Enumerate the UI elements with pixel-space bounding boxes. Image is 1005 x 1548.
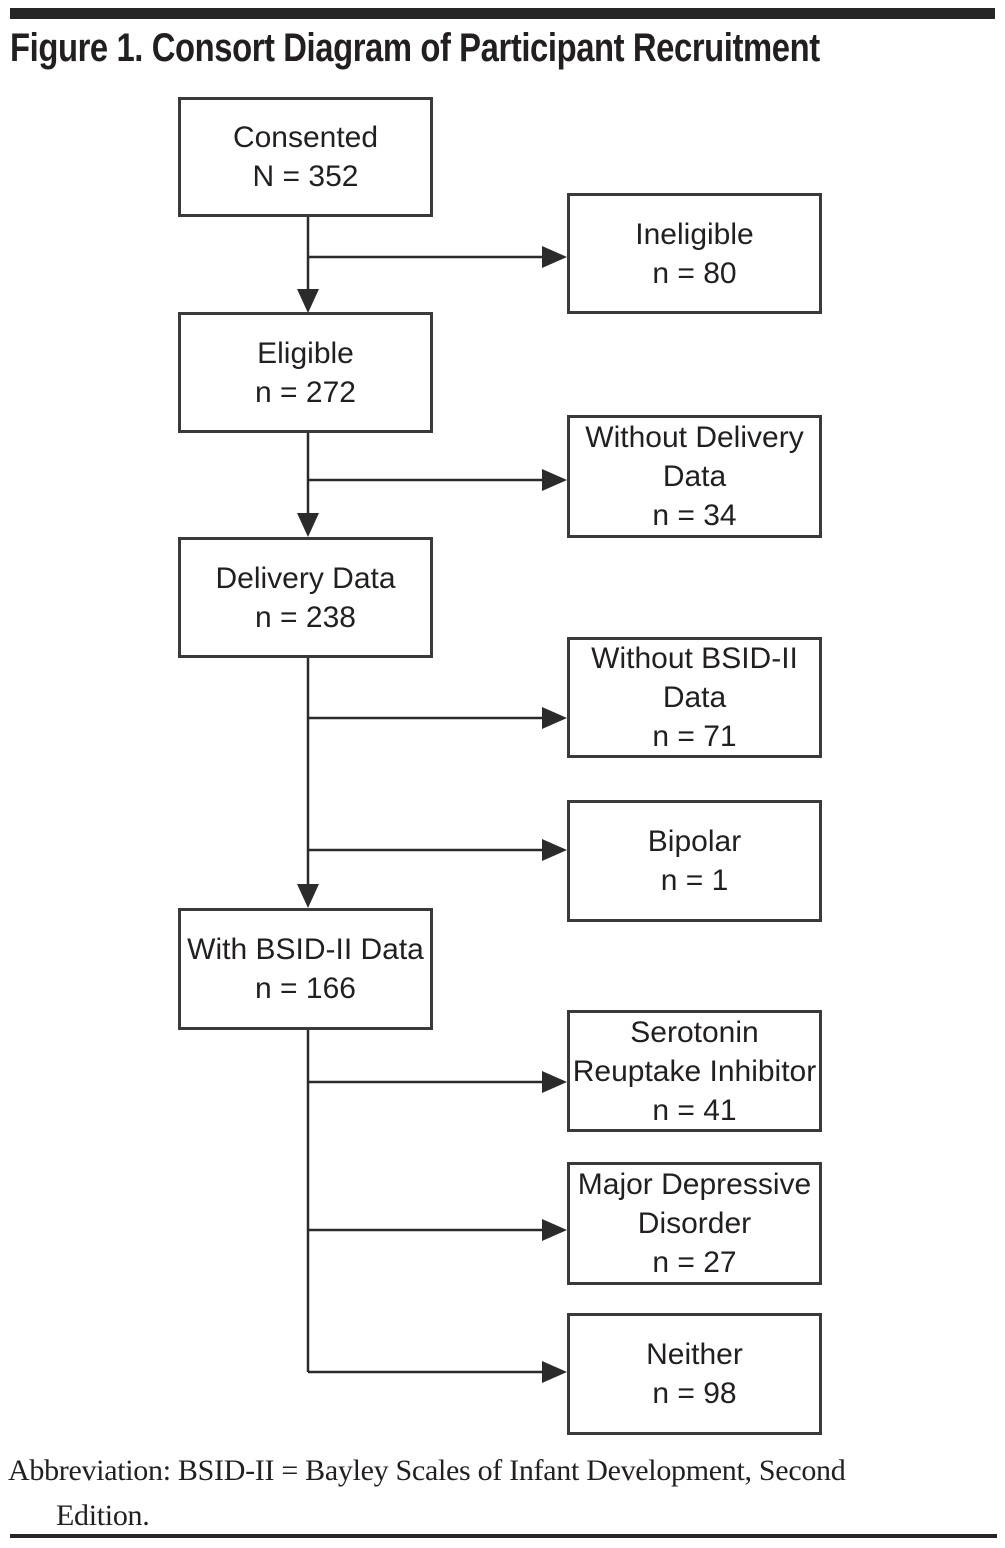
arrowheads — [297, 246, 567, 1383]
flow-box-eligible: Eligible n = 272 — [178, 312, 433, 433]
box-count: n = 238 — [255, 600, 356, 634]
flow-box-consented: Consented N = 352 — [178, 97, 433, 217]
box-label: Without Delivery Data — [585, 421, 804, 493]
arrowhead-right-ineligible — [542, 246, 567, 268]
figure-title: Figure 1. Consort Diagram of Participant… — [10, 26, 820, 70]
arrowhead-right-without-delivery — [542, 469, 567, 491]
top-rule — [10, 8, 995, 19]
box-label: Consented — [232, 121, 379, 154]
branch-box-neither: Neither n = 98 — [567, 1313, 822, 1435]
box-label: Delivery Data — [215, 561, 396, 595]
box-count: n = 34 — [652, 499, 737, 532]
box-count: n = 98 — [652, 1377, 737, 1410]
branch-box-without-bsid-data: Without BSID-II Data n = 71 — [567, 637, 822, 758]
arrowhead-down-bsid — [297, 884, 319, 908]
flow-box-delivery-data: Delivery Data n = 238 — [178, 537, 433, 658]
arrowhead-right-without-bsid — [542, 707, 567, 729]
footnote-line-1: Abbreviation: BSID-II = Bayley Scales of… — [8, 1454, 846, 1487]
box-count: n = 1 — [660, 864, 729, 897]
flow-box-with-bsid-data: With BSID-II Data n = 166 — [178, 908, 433, 1030]
box-count: N = 352 — [252, 160, 359, 193]
box-count: n = 272 — [255, 375, 356, 409]
arrowhead-down-delivery — [297, 513, 319, 537]
abbreviation-footnote: Abbreviation: BSID-II = Bayley Scales of… — [8, 1448, 988, 1538]
branch-box-serotonin-reuptake-inhibitor: Serotonin Reuptake Inhibitor n = 41 — [567, 1010, 822, 1132]
box-label: With BSID-II Data — [187, 933, 424, 966]
box-label: Major Depressive Disorder — [577, 1168, 812, 1240]
arrowhead-right-bipolar — [542, 839, 567, 861]
box-label: Bipolar — [647, 825, 742, 858]
box-label: Neither — [646, 1338, 743, 1371]
branch-box-bipolar: Bipolar n = 1 — [567, 800, 822, 922]
box-count: n = 166 — [255, 972, 356, 1005]
branch-box-without-delivery-data: Without Delivery Data n = 34 — [567, 415, 822, 538]
box-count: n = 27 — [652, 1246, 737, 1279]
box-count: n = 80 — [652, 256, 737, 290]
box-label: Eligible — [257, 336, 354, 370]
box-label: Ineligible — [635, 217, 754, 251]
box-count: n = 41 — [652, 1093, 737, 1127]
arrowhead-right-sri — [542, 1071, 567, 1093]
branch-box-ineligible: Ineligible n = 80 — [567, 193, 822, 314]
box-label: Serotonin Reuptake Inhibitor — [572, 1015, 817, 1088]
bottom-rule — [10, 1534, 997, 1538]
arrowhead-right-neither — [542, 1361, 567, 1383]
arrowhead-down-eligible — [297, 289, 319, 313]
box-count: n = 71 — [652, 720, 737, 753]
box-label: Without BSID-II Data — [591, 642, 798, 714]
footnote-line-2: Edition. — [56, 1499, 150, 1532]
branch-box-major-depressive-disorder: Major Depressive Disorder n = 27 — [567, 1162, 822, 1285]
arrowhead-right-mdd — [542, 1219, 567, 1241]
connector-lines — [306, 217, 543, 1374]
